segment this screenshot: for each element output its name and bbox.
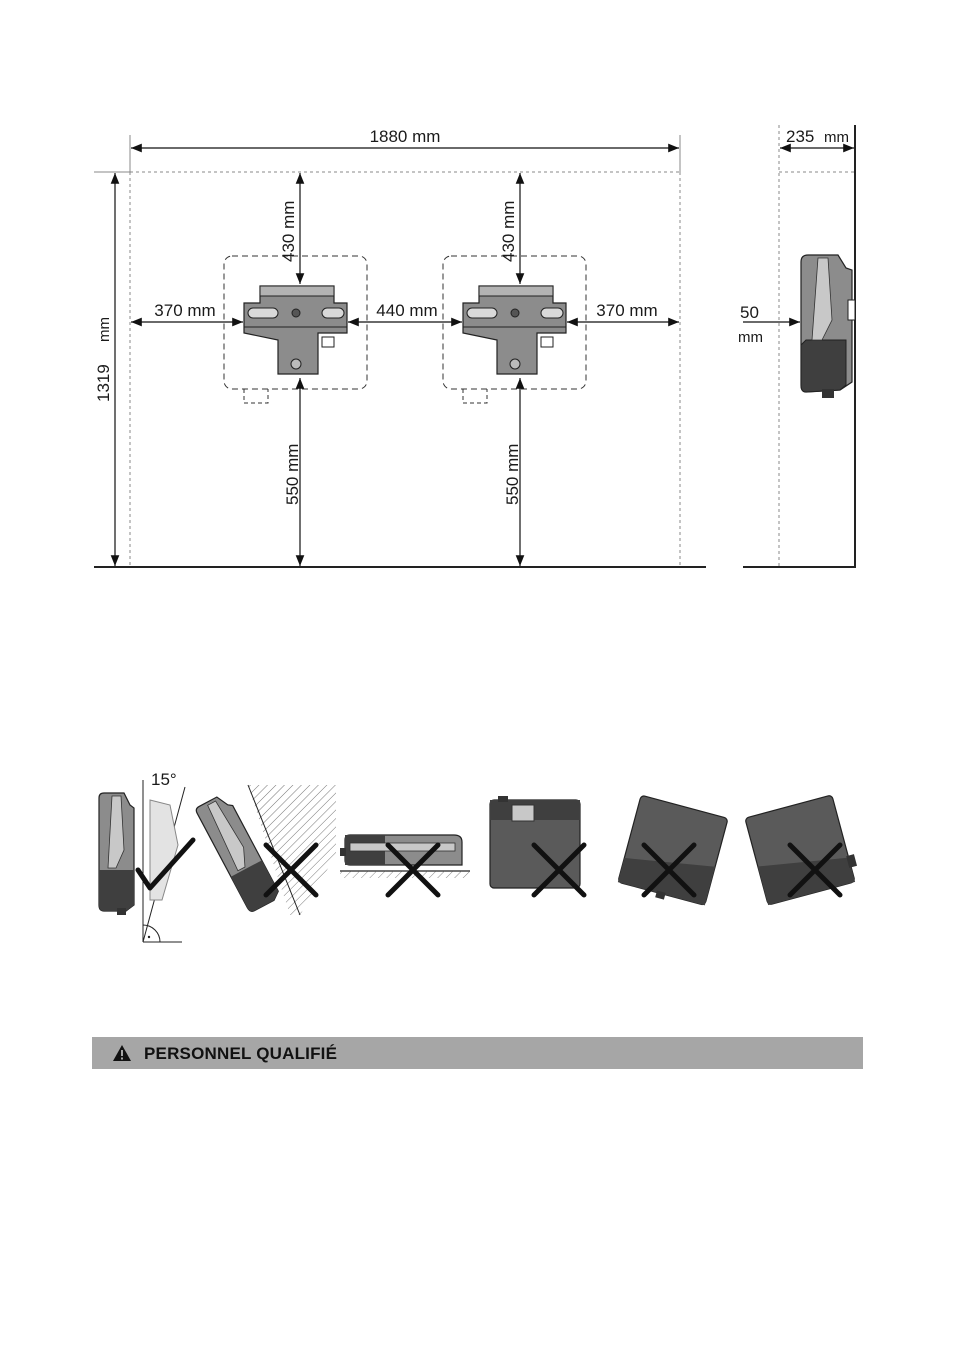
front-view: 1880 mm 1319 mm (94, 127, 706, 568)
cross-icon (641, 842, 697, 898)
cross-icon (531, 842, 587, 898)
cross-icon (787, 842, 843, 898)
device-left (223, 255, 368, 404)
gap-between-label: 440 mm (376, 301, 437, 320)
total-width-label: 1880 mm (370, 127, 441, 146)
bottom-height-left-label: 550 mm (283, 444, 302, 505)
warning-triangle-icon (113, 1045, 131, 1061)
orientation-lying-flat (340, 834, 470, 898)
orientation-tilted-left (617, 795, 728, 906)
side-clearance-right-label: 370 mm (596, 301, 657, 320)
cross-icon (385, 842, 441, 898)
depth-label: 235 (786, 127, 814, 146)
cross-icon (263, 842, 319, 898)
orientation-allowed-tilt: 15° (98, 770, 196, 943)
tilt-angle-label: 15° (151, 770, 177, 789)
device-right (442, 255, 587, 404)
side-clearance-left-label: 370 mm (154, 301, 215, 320)
orientation-tilted-right (745, 795, 858, 906)
bottom-height-right-label: 550 mm (503, 444, 522, 505)
warning-header: PERSONNEL QUALIFIÉ (92, 1037, 863, 1069)
orientation-forward-tilt (195, 784, 336, 916)
warning-title: PERSONNEL QUALIFIÉ (144, 1044, 338, 1063)
top-clearance-right-label: 430 mm (499, 201, 518, 262)
top-clearance-left-label: 430 mm (279, 201, 298, 262)
check-icon (135, 837, 196, 891)
wall-distance-unit: mm (738, 329, 763, 346)
orientation-back-mounted (489, 796, 587, 898)
total-height-label: 1319 (94, 364, 113, 402)
wall-distance-label: 50 (740, 303, 759, 322)
depth-unit: mm (824, 129, 849, 146)
orientation-row: 15° (98, 770, 858, 943)
total-height-unit: mm (96, 317, 113, 342)
side-view: 235 mm 50 mm (738, 125, 856, 568)
